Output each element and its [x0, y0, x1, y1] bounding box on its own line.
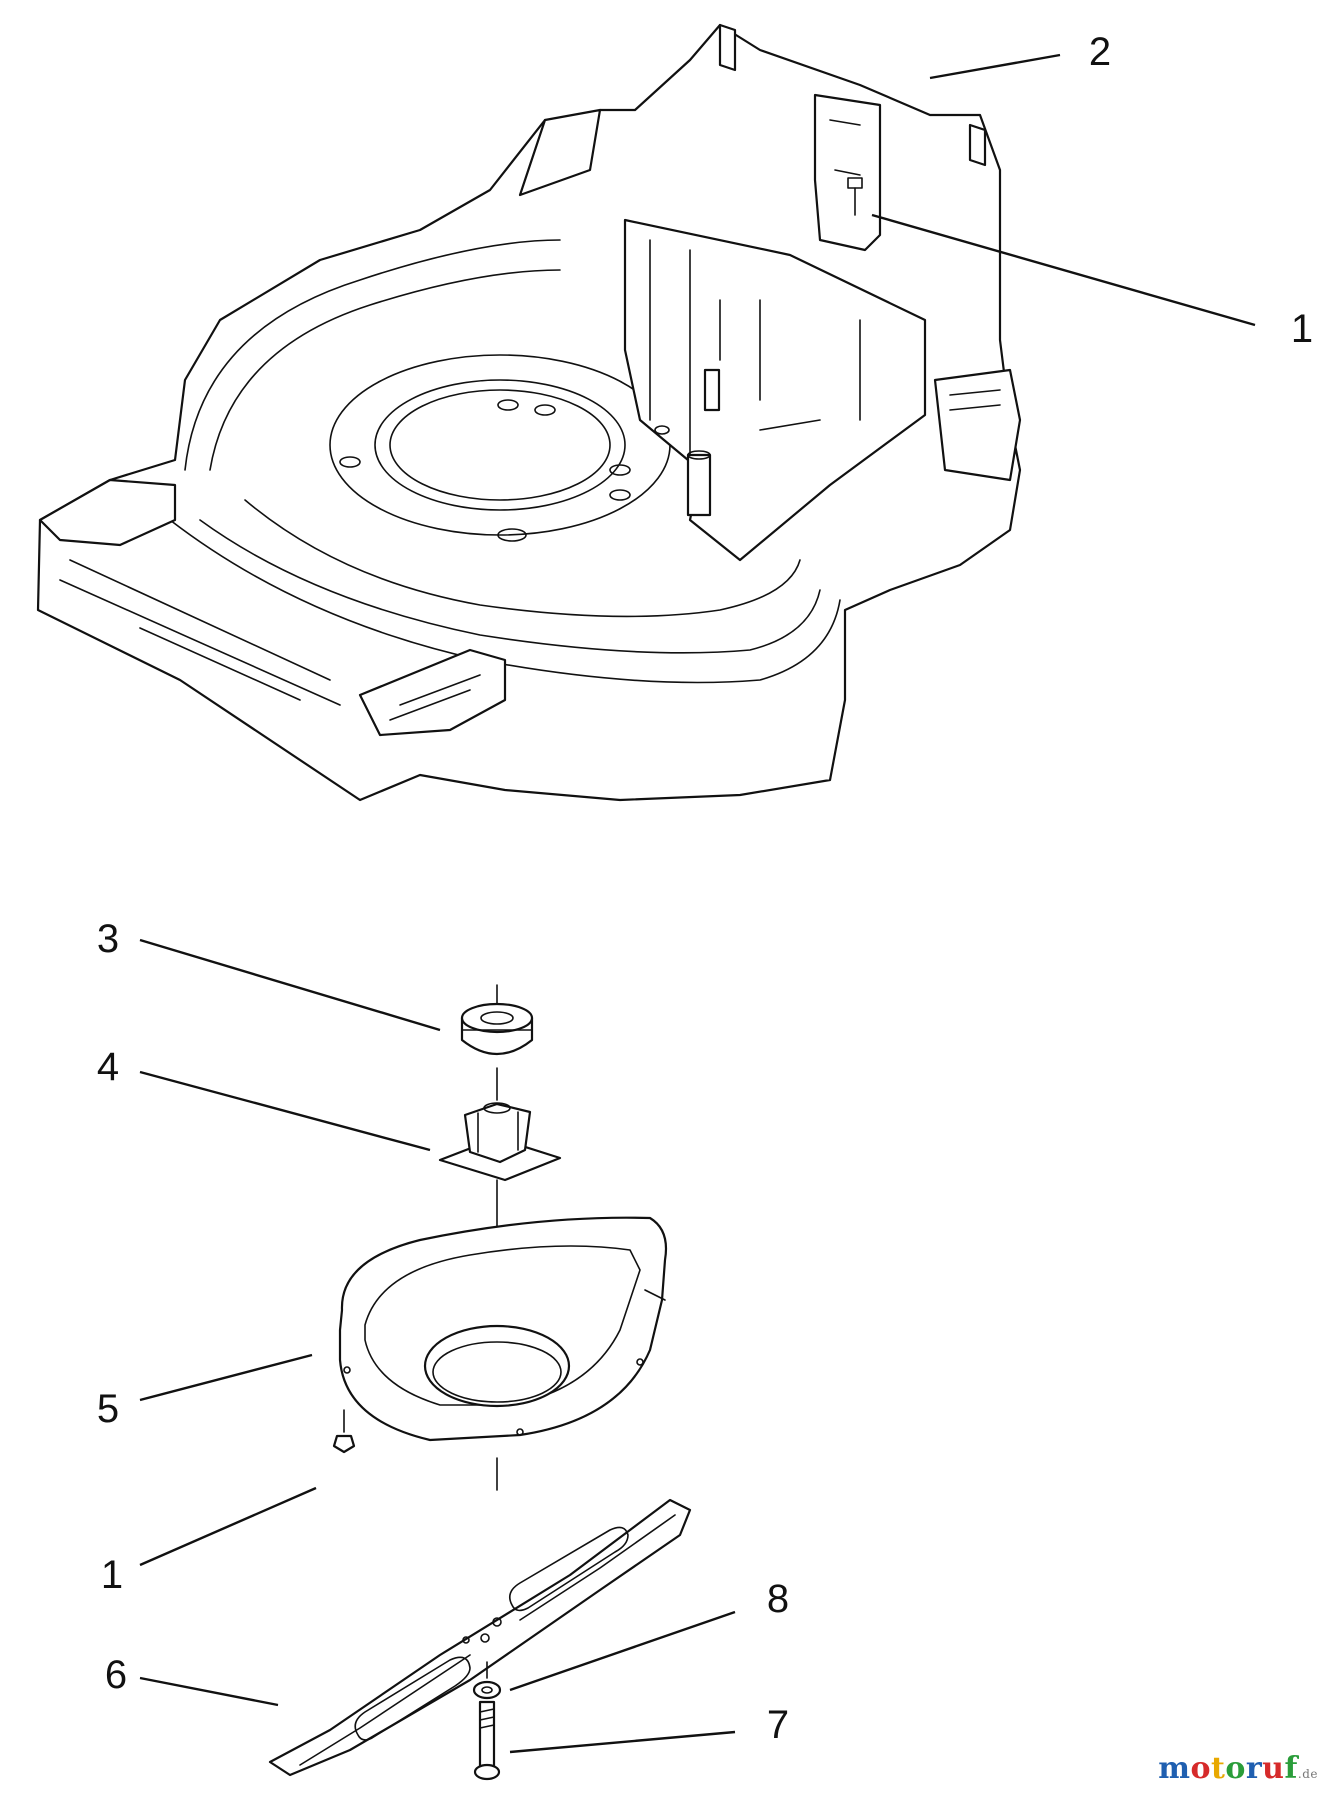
- watermark-text: motoruf: [1158, 1751, 1298, 1786]
- watermark-logo: motoruf.de: [1158, 1751, 1318, 1786]
- bolt-icon: [473, 1700, 501, 1781]
- screw-icon: [332, 1409, 356, 1454]
- leader-line-2: [929, 53, 1061, 80]
- callout-4: 4: [97, 1045, 119, 1089]
- leader-line-5: [139, 1353, 313, 1402]
- baffle-plate-icon: [338, 1179, 668, 1442]
- leader-line-4: [139, 1070, 431, 1152]
- leader-line-6: [139, 1676, 279, 1707]
- callout-1-bottom: 1: [101, 1553, 123, 1597]
- bearing-icon: [460, 984, 534, 1056]
- callout-1-top: 1: [1291, 307, 1313, 351]
- leader-line-1-top: [871, 213, 1256, 327]
- leader-line-3: [139, 938, 441, 1032]
- leader-line-1-bottom: [139, 1486, 317, 1567]
- callout-2: 2: [1089, 30, 1111, 74]
- washer-icon: [472, 1661, 502, 1700]
- callout-5: 5: [97, 1387, 119, 1431]
- leader-line-7: [509, 1730, 736, 1754]
- callout-7: 7: [767, 1703, 789, 1747]
- blade-adapter-icon: [438, 1067, 562, 1182]
- leader-line-8: [509, 1610, 736, 1692]
- callout-3: 3: [97, 917, 119, 961]
- callout-6: 6: [105, 1653, 127, 1697]
- blade-icon: [268, 1457, 692, 1777]
- watermark-suffix: .de: [1297, 1767, 1318, 1781]
- mower-deck-housing-icon: [36, 23, 1022, 802]
- callout-8: 8: [767, 1577, 789, 1621]
